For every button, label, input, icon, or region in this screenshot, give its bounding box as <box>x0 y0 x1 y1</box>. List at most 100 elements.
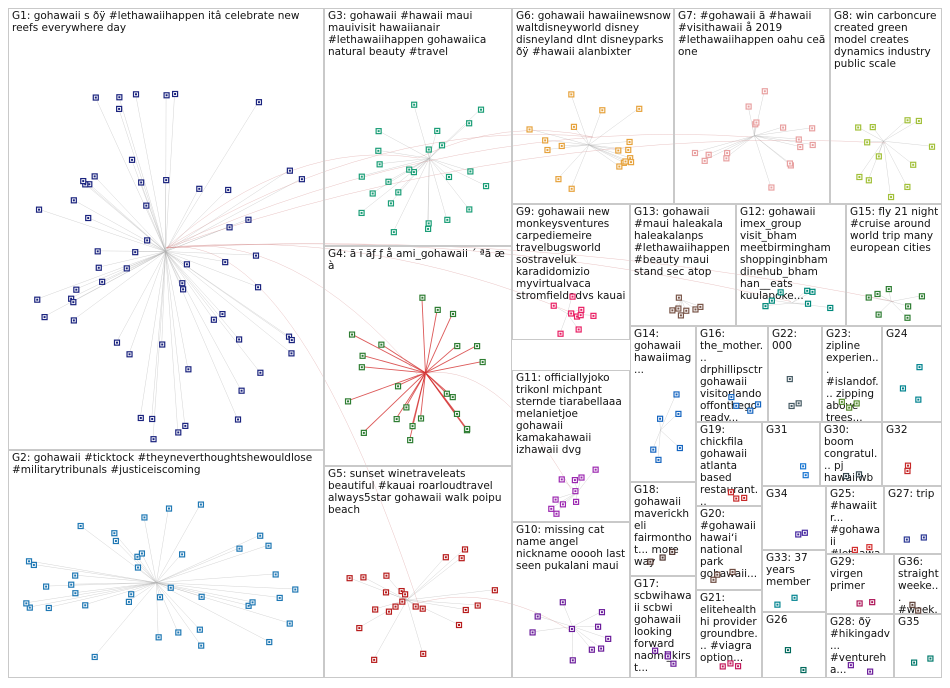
node-fill-g10 <box>607 637 610 640</box>
node-fill-g2 <box>181 553 184 556</box>
edge <box>557 144 590 179</box>
node-fill-g23 <box>855 402 858 405</box>
edge <box>754 135 800 147</box>
edge <box>406 599 423 654</box>
node-fill-g9 <box>559 332 562 335</box>
node-fill-g19 <box>735 497 738 500</box>
node-fill-g2 <box>74 574 77 577</box>
node-fill-g1 <box>238 338 241 341</box>
node-fill-g12 <box>807 302 810 305</box>
node-fill-g1 <box>131 158 134 161</box>
group-panel-g22: G22: 000 <box>768 326 822 422</box>
node-fill-g1 <box>300 178 303 181</box>
node-fill-g3 <box>448 175 451 178</box>
node-fill-g7 <box>799 146 802 149</box>
node-fill-g7 <box>811 127 814 130</box>
edge <box>681 299 700 307</box>
node-fill-g31 <box>804 474 807 477</box>
edge <box>360 158 430 213</box>
node-fill-g1 <box>187 368 190 371</box>
node-fill-g1 <box>88 183 91 186</box>
group-panel-g34: G34 <box>762 486 826 550</box>
edge <box>429 130 437 159</box>
node-fill-g5 <box>414 605 417 608</box>
node-fill-g31 <box>802 465 805 468</box>
node-fill-g2 <box>74 592 77 595</box>
edge <box>427 158 430 223</box>
node-fill-g22 <box>790 404 793 407</box>
edge <box>406 557 462 601</box>
group-label-g35: G35 <box>898 616 920 628</box>
node-fill-g6 <box>627 148 630 151</box>
node-fill-g1 <box>165 94 168 97</box>
group-label-g15: G15: fly 21 night #cruise around world t… <box>850 206 942 254</box>
node-fill-g2 <box>268 641 271 644</box>
node-fill-g2 <box>70 583 73 586</box>
node-fill-g8 <box>877 155 880 158</box>
node-fill-g2 <box>200 644 203 647</box>
node-fill-g14 <box>657 458 660 461</box>
inter-group-edge <box>417 596 572 632</box>
group-panel-g13: G13: gohawaii #maui haleakala haleakalan… <box>630 204 736 326</box>
node-fill-g1 <box>135 93 138 96</box>
node-fill-g1 <box>139 416 142 419</box>
node-fill-g2 <box>47 606 50 609</box>
node-fill-g24 <box>917 398 920 401</box>
node-fill-g8 <box>906 119 909 122</box>
node-fill-g2 <box>274 573 277 576</box>
node-fill-g12 <box>829 306 832 309</box>
node-fill-g5 <box>404 593 407 596</box>
node-fill-g16 <box>735 404 738 407</box>
node-fill-g6 <box>628 140 631 143</box>
node-fill-g29 <box>858 602 861 605</box>
node-fill-g6 <box>629 157 632 160</box>
node-fill-g6 <box>544 139 547 142</box>
edge <box>128 582 157 602</box>
group-label-g17: G17: scbwihawaii scbwi gohawaii looking … <box>634 578 692 674</box>
edge <box>891 301 908 307</box>
node-fill-g12 <box>779 291 782 294</box>
group-panel-g28: G28: ðÿ #hikingadv... #ventureha... sund… <box>826 614 894 678</box>
node-fill-g5 <box>362 576 365 579</box>
node-fill-g10 <box>536 615 539 618</box>
node-fill-g5 <box>348 577 351 580</box>
node-fill-g2 <box>278 596 281 599</box>
node-fill-g9 <box>577 328 580 331</box>
node-fill-g36 <box>911 603 914 606</box>
node-fill-g12 <box>770 299 773 302</box>
group-label-g33: G33: 37 years member <box>766 552 812 588</box>
edge <box>425 345 458 374</box>
node-fill-g1 <box>185 263 188 266</box>
edge <box>165 251 258 287</box>
node-fill-g6 <box>617 149 620 152</box>
edge <box>425 372 457 414</box>
edge <box>373 599 408 660</box>
node-fill-g14 <box>652 448 655 451</box>
edge <box>84 582 157 606</box>
node-fill-g4 <box>409 439 412 442</box>
edge <box>165 251 225 262</box>
edge <box>425 361 483 374</box>
node-fill-g3 <box>436 129 439 132</box>
group-panel-g26: G26 <box>762 612 826 678</box>
node-fill-g11 <box>573 479 576 482</box>
node-fill-g5 <box>458 623 461 626</box>
edge <box>95 96 166 252</box>
node-fill-g8 <box>871 126 874 129</box>
edge <box>165 251 223 314</box>
node-fill-g8 <box>906 185 909 188</box>
node-fill-g16 <box>757 403 760 406</box>
group-panel-g29: G29: virgen primer <box>826 554 894 614</box>
node-fill-g13 <box>685 309 688 312</box>
node-fill-g35 <box>929 657 932 660</box>
group-label-g5: G5: sunset winetraveleats beautiful #kau… <box>328 468 505 516</box>
edge <box>704 135 755 161</box>
node-fill-g1 <box>184 424 187 427</box>
edge <box>165 251 238 420</box>
node-fill-g20 <box>716 573 719 576</box>
edge <box>562 601 573 627</box>
inter-group-edge <box>165 139 887 249</box>
node-fill-g1 <box>161 343 164 346</box>
node-fill-g24 <box>901 387 904 390</box>
